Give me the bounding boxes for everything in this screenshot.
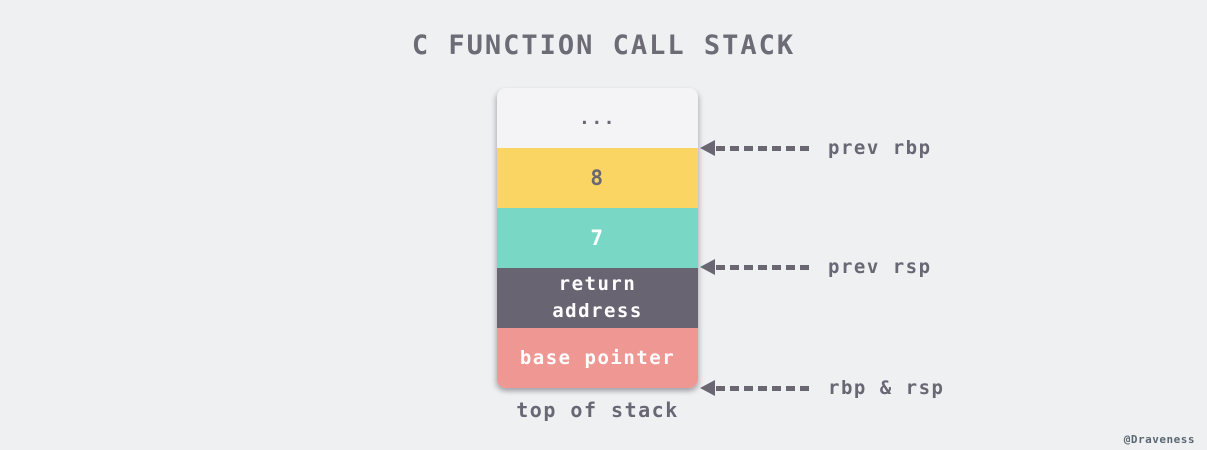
stack-cell-label: base pointer bbox=[519, 346, 676, 369]
pointer-rbp-rsp: rbp & rsp bbox=[700, 376, 944, 400]
watermark: @Draveness bbox=[1123, 433, 1195, 446]
stack-cell-return-address: return address bbox=[497, 268, 698, 328]
stack-container: ... 8 7 return address base pointer bbox=[497, 88, 698, 388]
pointer-prev-rbp: prev rbp bbox=[700, 136, 932, 160]
top-of-stack-label: top of stack bbox=[516, 398, 679, 422]
stack-cell-label: 7 bbox=[590, 225, 605, 250]
diagram-title: C FUNCTION CALL STACK bbox=[411, 30, 796, 61]
dashed-arrow-left-icon bbox=[700, 380, 812, 396]
stack-cell-label: ... bbox=[578, 107, 616, 129]
pointer-prev-rsp: prev rsp bbox=[700, 255, 932, 279]
stack-cell-label: return address bbox=[552, 273, 643, 322]
stack-cell-dots: ... bbox=[497, 88, 698, 148]
pointer-label: prev rbp bbox=[828, 137, 932, 159]
pointer-label: prev rsp bbox=[828, 256, 932, 278]
stack-cell-arg-8: 8 bbox=[497, 148, 698, 208]
stack-cell-label: 8 bbox=[590, 165, 605, 190]
stack-cell-base-pointer: base pointer bbox=[497, 328, 698, 388]
pointer-label: rbp & rsp bbox=[828, 377, 945, 399]
stack-cell-arg-7: 7 bbox=[497, 208, 698, 268]
dashed-arrow-left-icon bbox=[700, 259, 812, 275]
dashed-arrow-left-icon bbox=[700, 140, 812, 156]
